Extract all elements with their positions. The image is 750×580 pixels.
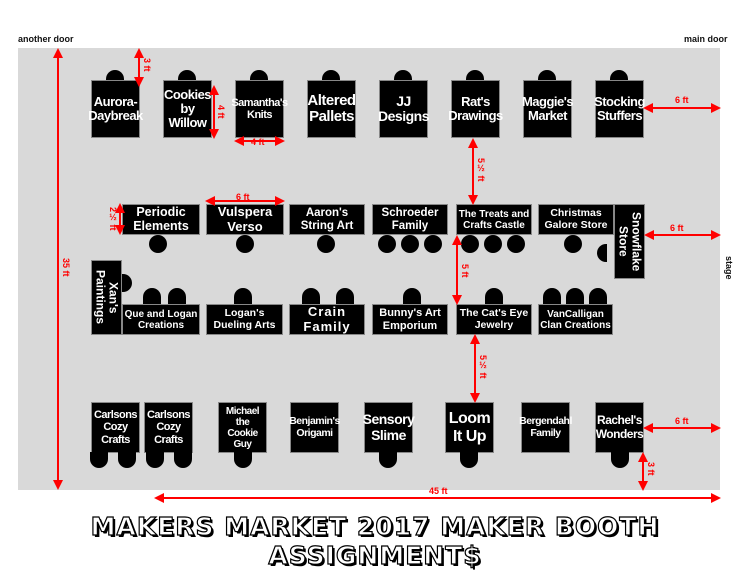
chair [250,70,268,80]
chair [611,452,629,468]
stage-label: stage [724,256,734,280]
chair [403,288,421,304]
chair [90,452,108,468]
booth-aurora-daybreak: Aurora-Daybreak [88,80,143,138]
chair [106,70,124,80]
dim-3ft-top: 3 ft [142,58,152,72]
chair [317,235,335,253]
chair [168,288,186,304]
chair [564,235,582,253]
dim-2half-ft: 2½ ft [108,207,118,231]
dim-3ft-bottom: 3 ft [646,462,656,476]
chair [466,70,484,80]
chair [146,452,164,468]
chair [484,235,502,253]
chair [118,452,136,468]
chair [485,288,503,304]
dim-4ft-horizontal: 4 ft [251,137,265,147]
chair [543,288,561,304]
page-title: MAKERS MARKET 2017 MAKER BOOTH ASSIGNMEN… [90,511,660,570]
dim-45ft: 45 ft [429,486,448,496]
main-door-label: main door [684,34,728,44]
dim-5half-ft-top: 5½ ft [476,158,486,182]
chair [589,288,607,304]
dim-5half-ft-bottom: 5½ ft [478,355,488,379]
chair [122,274,132,292]
another-door-label: another door [18,34,74,44]
chair [302,288,320,304]
chair [379,452,397,468]
chair [143,288,161,304]
chair [149,235,167,253]
dim-35ft: 35 ft [61,258,71,277]
chair [507,235,525,253]
dim-6ft-vulspera: 6 ft [236,192,250,202]
chair [538,70,556,80]
chair [234,288,252,304]
chair [460,452,478,468]
chair [597,244,607,262]
chair [401,235,419,253]
chair [322,70,340,80]
dim-4ft-vertical: 4 ft [216,105,226,119]
chair [178,70,196,80]
chair [610,70,628,80]
chair [461,235,479,253]
dim-6ft-snowflake: 6 ft [670,223,684,233]
dim-6ft-stocking: 6 ft [675,95,689,105]
chair [424,235,442,253]
dim-6ft-rachels: 6 ft [675,416,689,426]
dim-5ft: 5 ft [460,264,470,278]
chair [236,235,254,253]
chair [378,235,396,253]
chair [566,288,584,304]
chair [394,70,412,80]
chair [336,288,354,304]
chair [174,452,192,468]
chair [234,452,252,468]
